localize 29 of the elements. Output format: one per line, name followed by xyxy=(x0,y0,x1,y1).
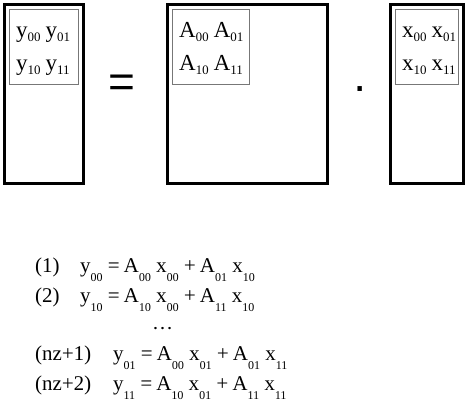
equation-number: (1) xyxy=(35,255,60,276)
equation-number: (nz+2) xyxy=(35,373,92,394)
dot-operator: · xyxy=(352,62,368,108)
matrix-entry: x$_{01}$ xyxy=(432,18,456,43)
matrix-entry: x$_{00}$ xyxy=(402,18,426,43)
equation-number: (2) xyxy=(35,285,60,306)
matrix-entry: y$_{00}$ xyxy=(16,18,40,43)
equation-number: (nz+1) xyxy=(35,343,92,364)
matrix-block xyxy=(395,9,459,85)
equation: y$_{01}$ = A$_{00}$ x$_{01}$ + A$_{01}$ x$_{11}$ xyxy=(113,343,288,371)
matrix-entry: A$_{00}$ xyxy=(179,18,209,43)
equation: y$_{10}$ = A$_{10}$ x$_{00}$ + A$_{11}$ x$_{10}$ xyxy=(80,285,254,313)
matrix-box xyxy=(166,3,329,185)
matrix-entry: x$_{10}$ xyxy=(402,51,426,76)
matrix-entry: A$_{01}$ xyxy=(214,18,244,43)
matrix-block xyxy=(9,9,79,85)
matrix-entry: y$_{01}$ xyxy=(46,18,70,43)
matrix-entry: A$_{11}$ xyxy=(214,51,243,76)
matrix-box xyxy=(3,3,85,185)
equation: y$_{11}$ = A$_{10}$ x$_{01}$ + A$_{11}$ x$_{11}$ xyxy=(113,373,286,401)
matrix-entry: x$_{11}$ xyxy=(432,51,456,76)
equation: y$_{00}$ = A$_{00}$ x$_{00}$ + A$_{01}$ x$_{10}$ xyxy=(80,255,255,283)
matrix-entry: y$_{11}$ xyxy=(46,51,70,76)
equals-sign: = xyxy=(108,58,135,104)
matrix-block xyxy=(172,9,250,85)
matrix-entry: y$_{10}$ xyxy=(16,51,40,76)
ellipsis: … xyxy=(152,312,173,333)
matrix-entry: A$_{10}$ xyxy=(179,51,209,76)
matrix-box xyxy=(389,3,465,185)
